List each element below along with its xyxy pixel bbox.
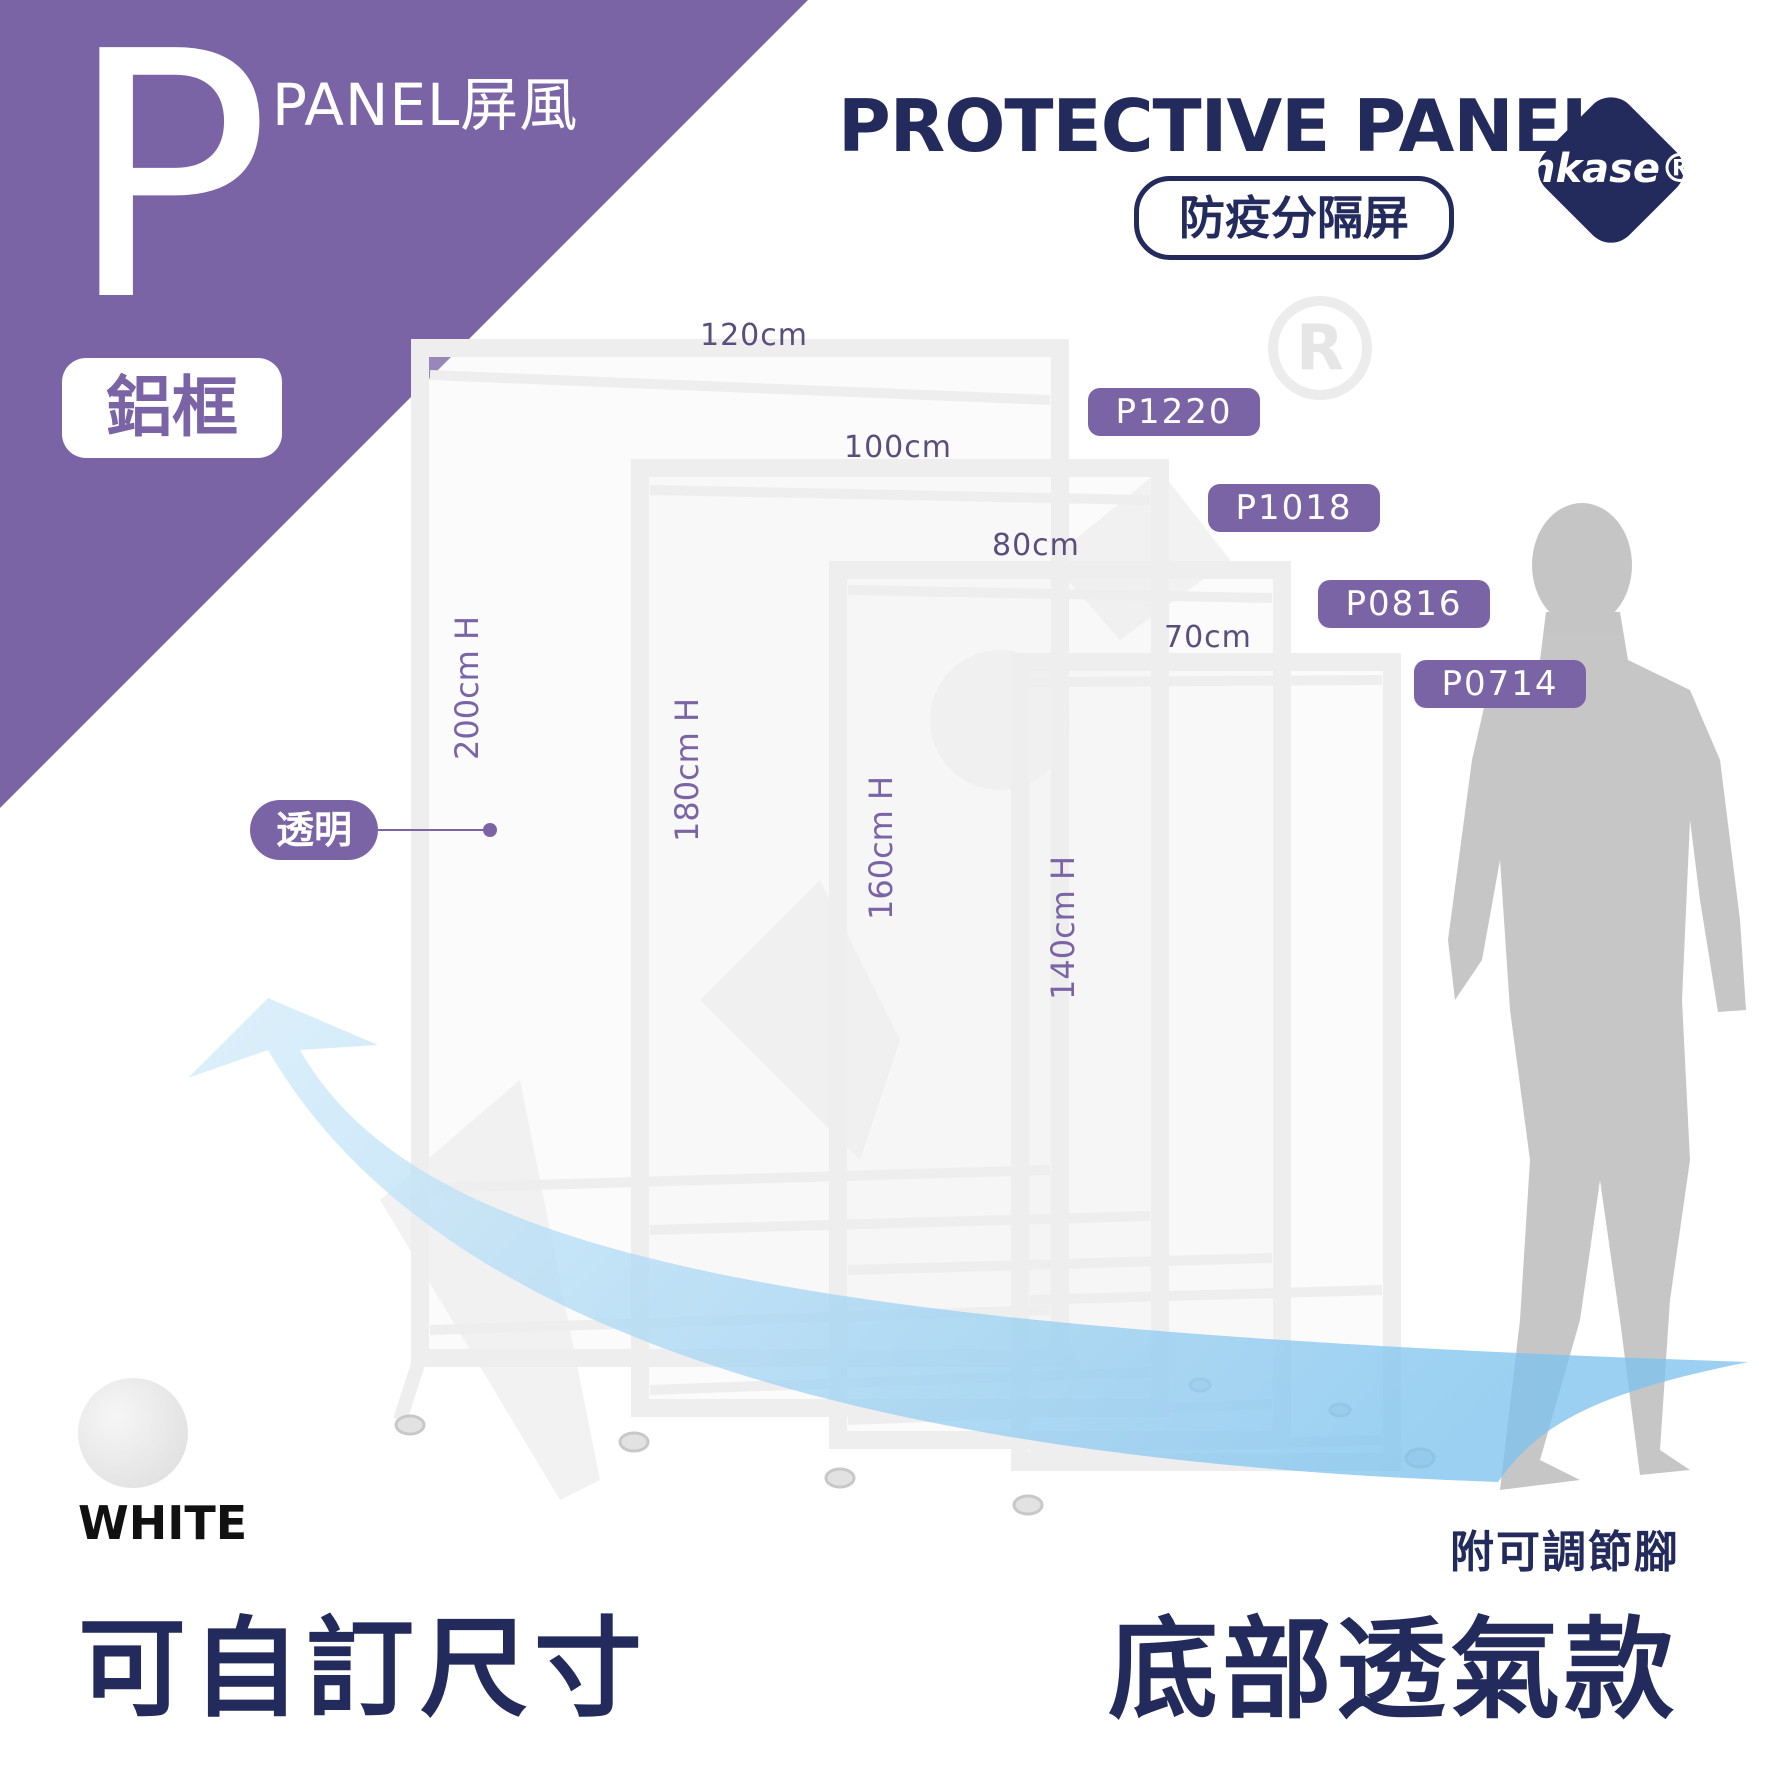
width-label-p0714: 70cm: [1164, 620, 1252, 655]
material-badge: 透明: [250, 800, 378, 860]
brand-logo-diamond: [1538, 97, 1684, 243]
panel-label: PANEL屏風: [272, 71, 579, 139]
registered-mark-icon: R: [1268, 296, 1372, 400]
height-label-p0714: 140cm H: [1044, 855, 1082, 1000]
purple-corner-triangle: [0, 0, 808, 808]
category-letter: P: [66, 0, 272, 376]
airflow-arrow-icon: [188, 998, 1748, 1482]
custom-size-text: 可自訂尺寸: [78, 1607, 649, 1732]
height-label-p0816: 160cm H: [862, 775, 900, 920]
color-swatch-icon: [78, 1378, 188, 1488]
adjustable-feet-text: 附可調節腳: [1450, 1527, 1680, 1578]
height-label-p1018: 180cm H: [668, 697, 706, 842]
width-label-p1018: 100cm: [844, 430, 952, 465]
clear-leader-dot: [483, 823, 497, 837]
page-subtitle: 防疫分隔屏: [1134, 176, 1454, 260]
width-label-p0816: 80cm: [992, 528, 1080, 563]
brand-logo: hkase®: [1527, 146, 1701, 192]
person-silhouette-icon: [1448, 503, 1746, 1490]
model-tag-p1018: P1018: [1208, 484, 1380, 532]
panel-p0714: [1011, 653, 1401, 1471]
bottom-vent-text: 底部透氣款: [1108, 1606, 1678, 1734]
frame-material-badge: 鋁框: [62, 358, 282, 458]
width-label-p1220: 120cm: [700, 318, 808, 353]
height-label-p1220: 200cm H: [448, 615, 486, 760]
model-tag-p0816: P0816: [1318, 580, 1490, 628]
color-name: WHITE: [78, 1496, 248, 1550]
page-title: PROTECTIVE PANEL: [838, 84, 1607, 168]
model-tag-p1220: P1220: [1088, 388, 1260, 436]
model-tag-p0714: P0714: [1414, 660, 1586, 708]
